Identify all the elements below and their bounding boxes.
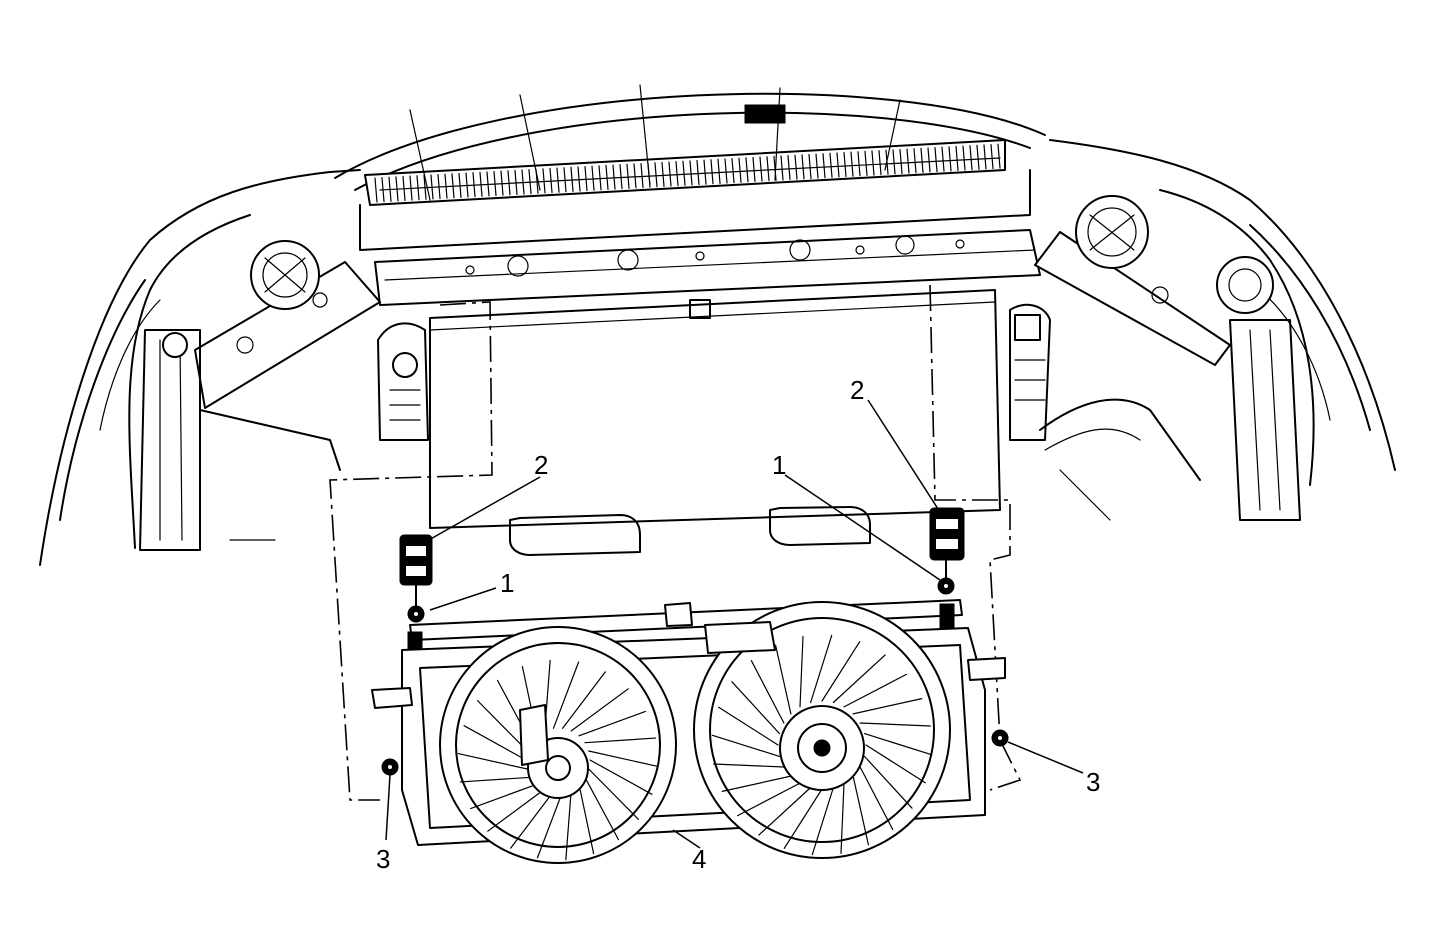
left-hose — [377, 322, 429, 441]
left-brace — [194, 240, 381, 409]
right-brace — [1034, 195, 1274, 366]
condenser — [429, 289, 1001, 556]
lower-bolt-left — [381, 758, 399, 776]
upper-isolator-left — [399, 534, 433, 586]
right-fan-blades — [711, 634, 933, 856]
grille-slats — [374, 143, 1001, 203]
upper-grille — [334, 84, 1046, 251]
fan-shroud-assembly — [371, 599, 1006, 864]
bolt-left — [407, 584, 425, 623]
bolt-right — [937, 559, 955, 595]
upper-isolator-right — [929, 507, 965, 561]
callout-4: 4 — [692, 844, 706, 874]
leader-lines — [385, 399, 1084, 849]
callout-1-right: 1 — [772, 450, 786, 480]
left-side-structure — [139, 329, 341, 551]
lower-bolt-right — [991, 729, 1009, 747]
callout-2-left: 2 — [534, 450, 548, 480]
callout-3-left: 3 — [376, 844, 390, 874]
front-fascia — [39, 139, 1396, 566]
right-side-structure — [1039, 319, 1301, 521]
reference-line-right — [929, 284, 1022, 791]
callout-2-right: 2 — [850, 375, 864, 405]
reference-line-left — [329, 301, 493, 801]
callout-1-left: 1 — [500, 568, 514, 598]
left-fan-blades — [457, 659, 659, 861]
right-hose — [1009, 303, 1051, 441]
callout-3-right: 3 — [1086, 767, 1100, 797]
radiator-support — [374, 229, 1041, 306]
